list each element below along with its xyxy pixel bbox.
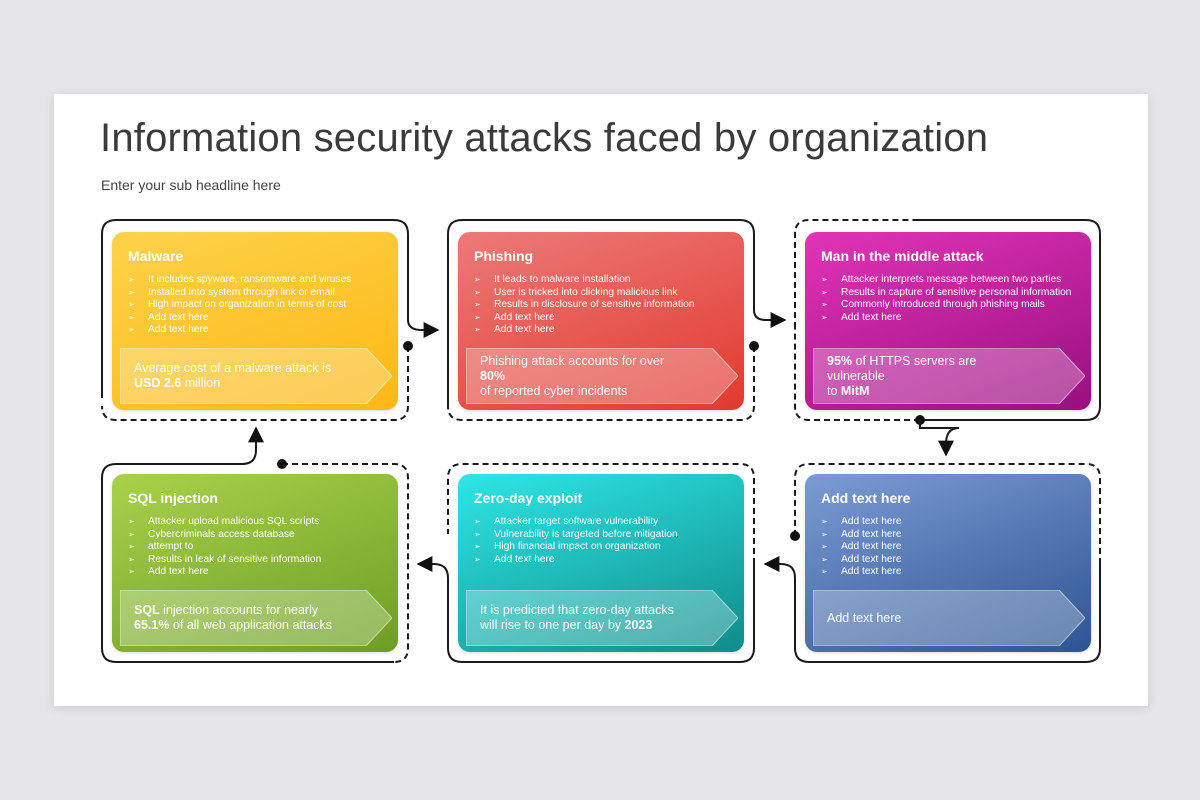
card-title: Phishing <box>474 248 534 264</box>
card-bullet-list: It includes spyware, ransomware and viru… <box>128 274 390 337</box>
bullet-item: Attacker upload malicious SQL scripts <box>128 516 390 529</box>
frame-mitm-dashed-bottom <box>794 328 920 421</box>
bullet-item: User is tricked into clicking malicious … <box>474 287 736 300</box>
bullet-item: Add text here <box>128 312 390 325</box>
bullet-item: Commonly introduced through phishing mai… <box>821 299 1083 312</box>
bullet-item: Add text here <box>821 554 1083 567</box>
connector-dot-addtext <box>790 531 800 541</box>
bullet-item: Results in leak of sensitive information <box>128 554 390 567</box>
card-title: SQL injection <box>128 490 218 506</box>
page-subtitle: Enter your sub headline here <box>101 177 281 193</box>
bullet-item: Results in capture of sensitive personal… <box>821 287 1083 300</box>
card-bullet-list: Attacker interprets message between two … <box>821 274 1083 324</box>
card-malware: Malware It includes spyware, ransomware … <box>112 232 398 410</box>
frame-phishing-dashed <box>447 346 755 421</box>
page-title: Information security attacks faced by or… <box>100 116 989 160</box>
frame-malware-solid <box>101 219 440 398</box>
card-mitm: Man in the middle attack Attacker interp… <box>805 232 1091 410</box>
bullet-item: It includes spyware, ransomware and viru… <box>128 274 390 287</box>
frame-sql-dashed <box>282 463 409 663</box>
bullet-item: Vulnerability is targeted before mitigat… <box>474 529 736 542</box>
frame-mitm-dashed <box>794 219 914 328</box>
frame-addtext-solid <box>763 556 1101 663</box>
frame-sql-solid <box>101 426 394 663</box>
banner-arrow-shape <box>120 590 392 646</box>
bullet-item: Add text here <box>821 566 1083 579</box>
slide: Information security attacks faced by or… <box>54 94 1148 706</box>
bullet-item: It leads to malware installation <box>474 274 736 287</box>
frame-malware-dashed <box>101 346 409 421</box>
bullet-item: Attacker target software vulnerability <box>474 516 736 529</box>
bullet-item: Cybercriminals access database <box>128 529 390 542</box>
connector-dot-malware <box>403 341 413 351</box>
bullet-item: Add text here <box>474 312 736 325</box>
frame-zeroday-dashed <box>447 463 755 564</box>
bullet-item: Add text here <box>821 529 1083 542</box>
card-bullet-list: It leads to malware installationUser is … <box>474 274 736 337</box>
bullet-item: Add text here <box>474 324 736 337</box>
frame-zeroday-solid <box>416 556 755 663</box>
card-phishing: Phishing It leads to malware installatio… <box>458 232 744 410</box>
card-title: Zero-day exploit <box>474 490 583 506</box>
bullet-item: attempt to <box>128 541 390 554</box>
card-title: Man in the middle attack <box>821 248 984 264</box>
banner-arrow-shape <box>466 348 738 404</box>
bullet-item: Add text here <box>128 324 390 337</box>
card-banner: Add text here <box>813 590 1085 646</box>
connector-dot-phishing <box>749 341 759 351</box>
banner-arrow-shape <box>120 348 392 404</box>
card-bullet-list: Attacker upload malicious SQL scriptsCyb… <box>128 516 390 579</box>
frame-mitm-solid <box>914 219 1101 421</box>
bullet-item: High financial impact on organization <box>474 541 736 554</box>
frame-addtext-dashed <box>794 463 1101 564</box>
bullet-item: Add text here <box>821 312 1083 325</box>
banner-text: Phishing attack accounts for over 80%of … <box>480 353 665 398</box>
bullet-item: Add text here <box>474 554 736 567</box>
bullet-item: Add text here <box>128 566 390 579</box>
card-sql-injection: SQL injection Attacker upload malicious … <box>112 474 398 652</box>
bullet-item: High impact on organization in terms of … <box>128 299 390 312</box>
card-zero-day: Zero-day exploit Attacker target softwar… <box>458 474 744 652</box>
banner-arrow-shape <box>466 590 738 646</box>
card-banner: Phishing attack accounts for over 80%of … <box>466 348 738 404</box>
bullet-item: Add text here <box>821 541 1083 554</box>
connector-dot-sql <box>277 459 287 469</box>
banner-arrow-shape <box>813 348 1085 404</box>
bullet-item: Add text here <box>821 516 1083 529</box>
bullet-item: Results in disclosure of sensitive infor… <box>474 299 736 312</box>
card-title: Add text here <box>821 490 911 506</box>
flow-connectors <box>101 219 1101 663</box>
card-bullet-list: Attacker target software vulnerabilityVu… <box>474 516 736 566</box>
banner-text: Add text here <box>827 610 902 625</box>
bullet-item: Installed into system through link or em… <box>128 287 390 300</box>
frame-phishing-solid <box>447 219 787 408</box>
banner-arrow-shape <box>813 590 1085 646</box>
bullet-item: Attacker interprets message between two … <box>821 274 1083 287</box>
card-title: Malware <box>128 248 184 264</box>
connector-mitm-to-addtext <box>919 420 960 457</box>
